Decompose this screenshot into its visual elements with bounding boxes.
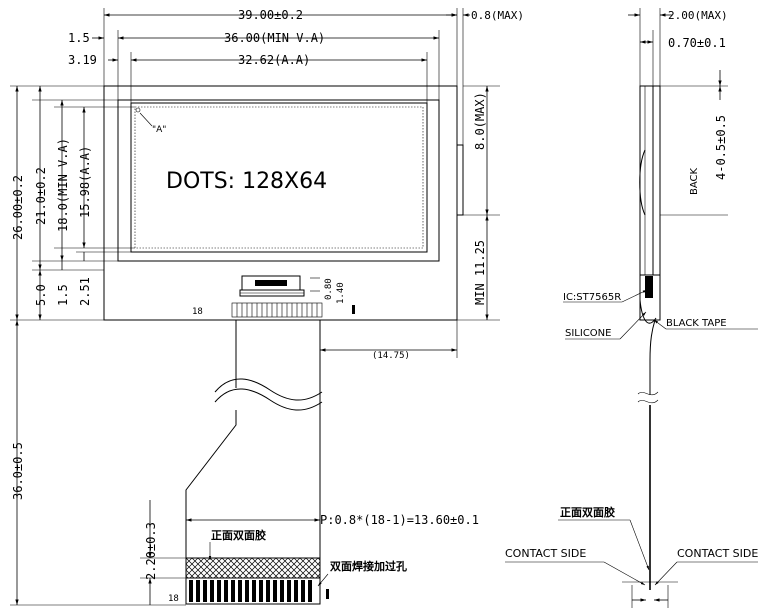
tape-front-label: 正面双面胶 (211, 528, 266, 542)
dim-ic-1-40: 1.40 (336, 282, 346, 304)
contact-side-left: CONTACT SIDE (505, 547, 586, 560)
side-fpc (649, 319, 656, 395)
dim-right-11-25: MIN 11.25 (473, 240, 487, 305)
dim-va-height: 18.0(MIN V.A) (56, 138, 70, 232)
dim-aa-height: 15.98(A.A) (78, 146, 92, 218)
dim-back-gap: 4-0.5±0.5 (714, 115, 728, 180)
solder-hole-label: 双面焊接加过孔 (330, 559, 407, 573)
back-label: BACK (689, 167, 700, 195)
dim-glass: 0.70±0.1 (668, 36, 726, 50)
dim-tail-2-20: 2.20±0.3 (144, 522, 158, 580)
pitch-label: P:0.8*(18-1)=13.60±0.1 (320, 513, 479, 527)
dim-bottom-1-5: 1.5 (56, 284, 70, 306)
viewing-area-outline (117, 99, 440, 262)
side-view: 2.00(MAX) 0.70±0.1 BACK 4-0.5±0.5 IC:ST7… (505, 8, 758, 608)
dim-bottom-2-51: 2.51 (78, 277, 92, 306)
dim-fpc-max: 0.8(MAX) (471, 9, 524, 22)
active-area-inner (134, 106, 424, 249)
dim-thickness-max: 2.00(MAX) (668, 9, 728, 22)
tail-hatch (185, 557, 321, 579)
tail-contacts (185, 577, 321, 605)
dim-overall-width: 39.00±0.2 (238, 8, 303, 22)
ic-body (255, 280, 287, 286)
dim-va-height-outer: 21.0±0.2 (34, 167, 48, 225)
side-tape-label: 正面双面胶 (560, 505, 615, 519)
side-tab (457, 144, 464, 216)
dim-overall-height: 26.00±0.2 (11, 175, 25, 240)
backlight-bulge (639, 149, 646, 216)
dim-bottom-5: 5.0 (34, 284, 48, 306)
dim-right-8: 8.0(MAX) (473, 92, 487, 150)
fpc-top-pins (231, 302, 323, 318)
dim-left-1-5: 1.5 (68, 31, 90, 45)
dots-label: DOTS: 128X64 (166, 169, 327, 194)
pin-count-bottom: 18 (168, 594, 179, 604)
side-profile (639, 85, 661, 321)
corner-a-label: "A" (152, 125, 166, 135)
pin-count-top: 18 (192, 307, 203, 317)
dim-left-3-19: 3.19 (68, 53, 97, 67)
dim-fpc-length: 36.0±0.5 (11, 442, 25, 500)
black-tape-label: BLACK TAPE (666, 318, 727, 329)
dim-aa-width: 32.62(A.A) (238, 53, 310, 67)
dim-va-width: 36.00(MIN V.A) (224, 31, 325, 45)
dim-fpc-offset: (14.75) (372, 351, 410, 361)
silicone-label: SILICONE (565, 328, 611, 339)
front-view: "A" DOTS: 128X64 39.00±0.2 0.8(MAX) 1.5 … (10, 8, 524, 606)
pin1-marker-top (352, 305, 355, 314)
side-ic (645, 276, 653, 298)
module-outline (103, 85, 458, 321)
pin1-marker-bottom (326, 589, 329, 599)
active-area-outline (130, 102, 428, 253)
dim-ic-0-80: 0.80 (324, 278, 334, 300)
tail-pins (189, 580, 312, 602)
ic-label: IC:ST7565R (563, 292, 621, 303)
corner-a-marker (135, 107, 141, 113)
contact-side-right: CONTACT SIDE (677, 547, 758, 560)
